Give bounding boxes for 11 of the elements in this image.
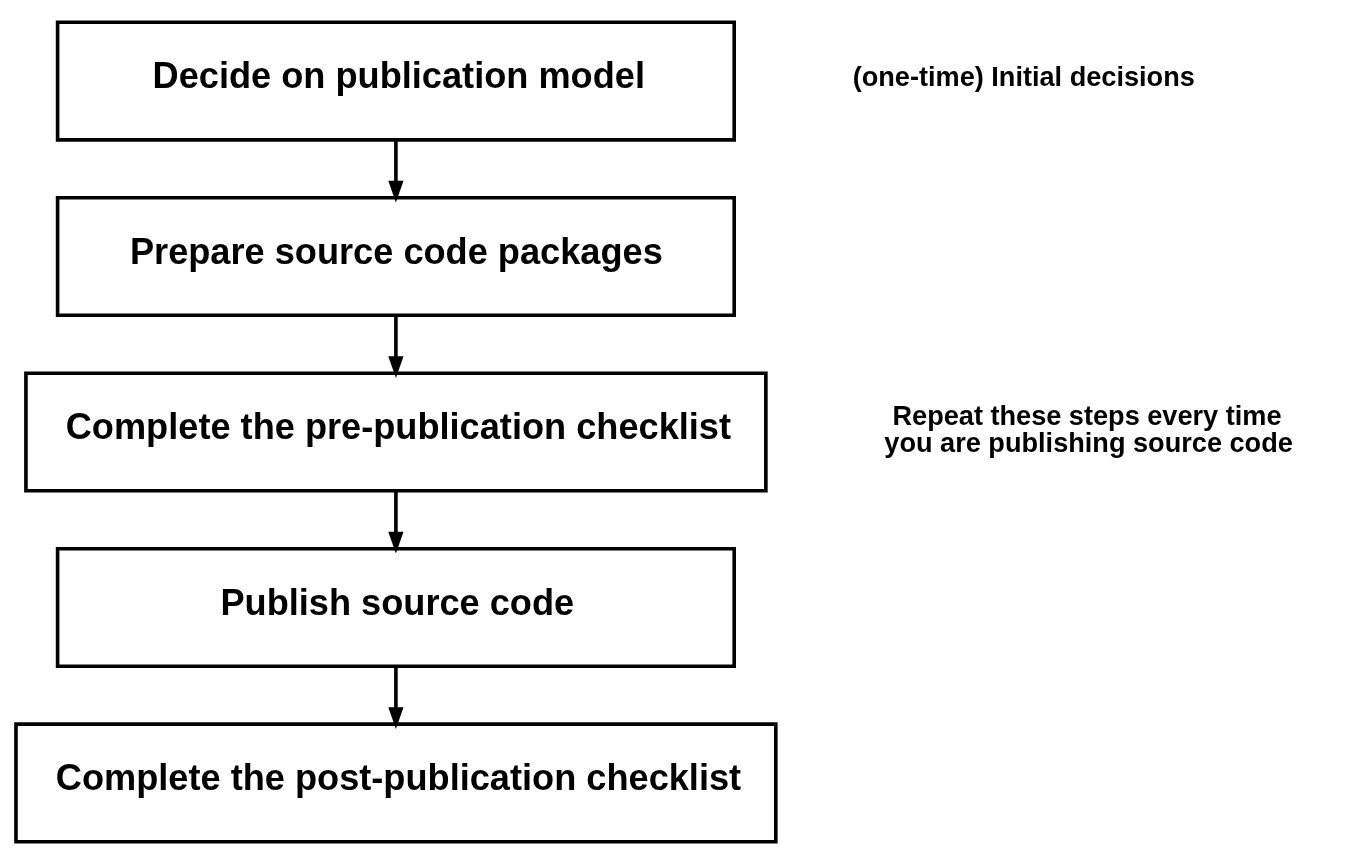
node-box: Prepare source code packages bbox=[55, 195, 736, 317]
arrow bbox=[388, 490, 404, 554]
arrow bbox=[388, 315, 404, 378]
label: Repeat these steps every time you are publishing source code bbox=[884, 399, 1293, 458]
node-box: Complete the post-publication checklist bbox=[14, 721, 778, 844]
node-box: Decide on publication model bbox=[55, 19, 736, 142]
arrow bbox=[388, 666, 404, 729]
node-box: Complete the pre-publication checklist bbox=[24, 370, 768, 493]
label: (one-time) Initial decisions bbox=[852, 60, 1195, 92]
node-box: Publish source code bbox=[55, 546, 736, 668]
arrow bbox=[388, 139, 404, 203]
